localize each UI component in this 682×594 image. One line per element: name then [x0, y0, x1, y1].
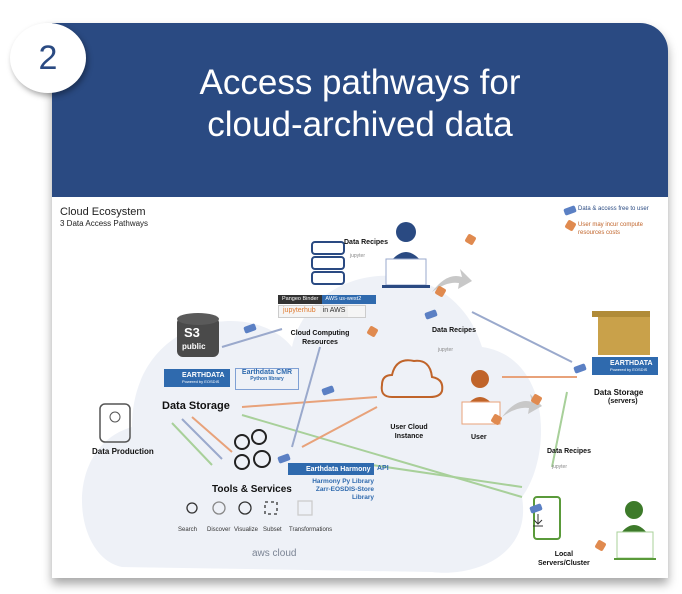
tool-search-label: Search [178, 527, 198, 533]
earthdata-cmr-box: Earthdata CMR Python library [235, 368, 299, 390]
diagram-heading: Cloud Ecosystem [60, 206, 146, 218]
jupyterhub-badge: jupyterhub in AWS [278, 305, 366, 318]
arrow-servers-to-local [551, 391, 568, 468]
share-arrow-compute [432, 269, 472, 292]
s3-database-icon [177, 313, 219, 357]
pangeo-binder-badge: Pangeo Binder AWS us-west2 [278, 295, 376, 304]
data-storage-label: Data Storage [162, 400, 230, 412]
title-line-1: Access pathways for [199, 63, 521, 102]
tool-subset-label: Subset [263, 527, 282, 533]
user-label: User [471, 434, 487, 441]
jupyter-logo: jupyter [350, 253, 366, 259]
tool-visualize-label: Visualize [234, 527, 258, 533]
s3-label: S3 [184, 325, 200, 340]
user-cloud-instance-icon [380, 359, 444, 398]
arrow-tools-to-local-green [371, 464, 523, 488]
arrow-tools-to-usercloud [301, 406, 378, 448]
discover-icon [212, 501, 226, 515]
diagram-graphics: . [82, 222, 656, 573]
data-production-icon [99, 403, 131, 443]
legend-cost: User may incur compute resources costs [578, 222, 644, 236]
earthdata-logo: EARTHDATA Powered by EOSDIS [164, 369, 230, 387]
api-label: API [377, 465, 389, 472]
arrow-s3-to-compute [221, 328, 283, 348]
subset-icon [264, 501, 278, 515]
aws-cloud-label: aws cloud [252, 548, 297, 559]
local-servers-label: Local Servers/Cluster [538, 551, 590, 567]
data-recipes-label: Data Recipes [344, 239, 388, 246]
green-user-icon [614, 501, 656, 560]
tool-transformations-label: Transformations [289, 527, 333, 533]
diagram-subheading: 3 Data Access Pathways [60, 219, 149, 228]
page-title: Access pathways for cloud-archived data [52, 62, 668, 146]
tool-discover-label: Discover [207, 527, 231, 533]
data-recipes-label-3: Data Recipes [547, 448, 591, 455]
tools-services-label: Tools & Services [212, 484, 292, 495]
arrow-storage-to-usercloud-orange [241, 396, 378, 408]
user-cloud-instance-label: User Cloud Instance [390, 424, 428, 440]
servers-label: (servers) [608, 398, 638, 405]
download-icon [533, 514, 543, 527]
s3-public-label: public [182, 342, 206, 351]
transformations-icon [297, 500, 313, 516]
visualize-icon [238, 501, 252, 515]
blue-user-icon [382, 222, 430, 288]
jupyter-logo-2: jupyter [438, 347, 454, 353]
arrow-storage-to-tools-3 [171, 422, 213, 466]
server-stack-icon [311, 241, 345, 285]
data-storage-servers-label: Data Storage [594, 388, 644, 397]
jupyter-logo-3: jupyter [552, 464, 568, 470]
diagram-panel: . [52, 197, 668, 578]
data-production-label: Data Production [92, 447, 154, 456]
legend-free: Data & access free to user [578, 206, 649, 212]
harmony-libraries: Harmony Py Library Zarr-EOSDIS-Store Lib… [312, 478, 374, 501]
arrow-storage-to-tools-1 [191, 416, 233, 453]
cloud-computing-label: Cloud Computing Resources [290, 330, 350, 346]
tools-gears-icon [234, 429, 271, 470]
title-line-2: cloud-archived data [207, 105, 513, 144]
search-icon [186, 502, 198, 514]
data-recipes-label-2: Data Recipes [432, 327, 476, 334]
earthdata-harmony-badge: Earthdata Harmony [288, 463, 374, 475]
arrow-servers-to-compute [471, 311, 573, 363]
data-storage-servers-icon [592, 311, 650, 355]
arrow-storage-to-tools-2 [181, 418, 223, 460]
step-badge: 2 [10, 23, 86, 93]
earthdata-logo-servers: EARTHDATA Powered by EOSDIS [592, 357, 658, 375]
arrow-tools-to-compute [291, 346, 321, 448]
arrow-storage-to-local-green [241, 414, 523, 498]
